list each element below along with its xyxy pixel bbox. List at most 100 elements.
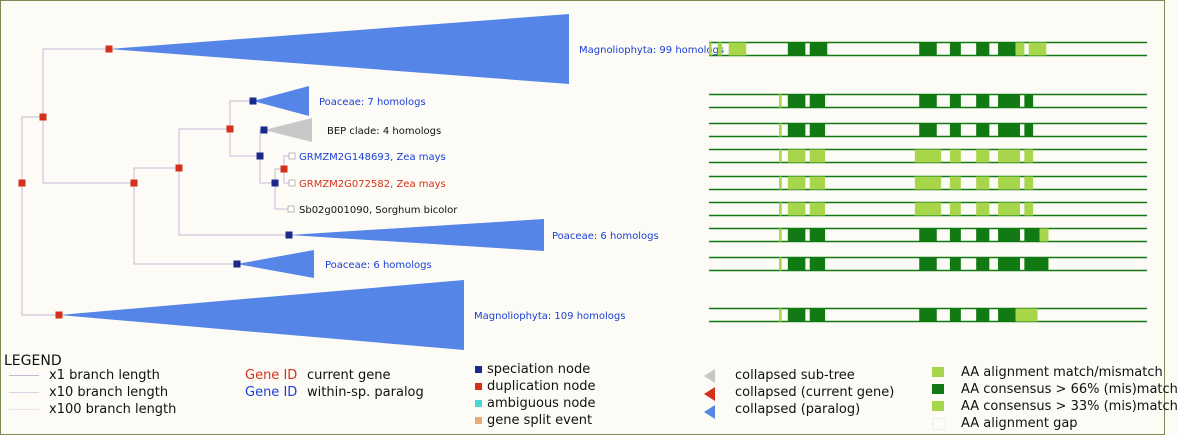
alignment-block	[809, 308, 826, 322]
tree-label: Poaceae: 7 homologs	[319, 97, 426, 108]
speciation-node	[249, 97, 257, 105]
collapsed-swatches	[704, 369, 715, 419]
alignment-block	[717, 42, 723, 56]
legend-collapsed-current: collapsed (current gene)	[735, 385, 895, 400]
duplication-node	[105, 45, 113, 53]
tree-label: Poaceae: 6 homologs	[552, 231, 659, 242]
alignment-block	[787, 257, 806, 271]
alignment-block	[976, 228, 990, 242]
alignment-block	[949, 123, 961, 137]
alignment-block	[1024, 257, 1049, 271]
duplication-node	[226, 125, 234, 133]
tree-label: GRMZM2G072582, Zea mays	[299, 179, 446, 190]
legend-branch-x1: x1 branch length	[49, 368, 160, 383]
legend-branch-x10: x10 branch length	[49, 385, 169, 400]
speciation-node	[256, 152, 264, 160]
collapsed-current-icon	[704, 387, 715, 401]
legend-current-gene: current gene	[307, 368, 391, 383]
alignment-block	[709, 42, 712, 56]
alignment-panel	[709, 41, 1147, 323]
alignment-block	[1024, 149, 1034, 163]
alignment-block	[779, 257, 782, 271]
tree-branch	[42, 48, 109, 117]
alignment-block	[809, 176, 826, 190]
alignment-block	[1039, 228, 1049, 242]
alignment-block	[809, 42, 828, 56]
tree-branch	[259, 156, 275, 184]
alignment-block	[787, 202, 806, 216]
alignment-block	[919, 228, 937, 242]
alignment-block	[949, 308, 961, 322]
duplication-node-swatch	[475, 383, 482, 390]
gene-split-swatch	[475, 417, 482, 424]
alignment-block	[976, 42, 990, 56]
tree-branch	[133, 183, 237, 265]
alignment-block	[787, 176, 806, 190]
alignment-block	[919, 308, 937, 322]
alignment-block	[998, 123, 1020, 137]
branch-x10-swatch	[9, 392, 39, 393]
leaf-marker	[288, 152, 296, 160]
legend-paralog: within-sp. paralog	[307, 385, 424, 400]
duplication-node	[18, 179, 26, 187]
alignment-block	[1024, 228, 1040, 242]
alignment-row	[709, 148, 1147, 164]
alignment-block	[949, 94, 961, 108]
branch-x100-swatch	[9, 409, 39, 410]
legend-speciation-node: speciation node	[487, 362, 591, 377]
alignment-block	[1028, 42, 1047, 56]
alignment-block	[809, 228, 826, 242]
tree-branch	[178, 128, 230, 168]
legend-aa-match: AA alignment match/mismatch	[961, 365, 1163, 380]
alignment-block	[1015, 308, 1038, 322]
alignment-block	[779, 228, 782, 242]
alignment-block	[998, 228, 1020, 242]
collapsed-clade	[237, 250, 314, 278]
alignment-block	[998, 308, 1016, 322]
tree-branch	[229, 100, 253, 129]
tree-label: Sb02g001090, Sorghum bicolor	[299, 205, 458, 216]
tree-branch	[178, 168, 289, 236]
collapsed-clade	[289, 219, 544, 251]
alignment-block	[1024, 176, 1034, 190]
alignment-block	[919, 257, 937, 271]
alignment-block	[1024, 123, 1034, 137]
legend-aa-gap: AA alignment gap	[961, 416, 1078, 431]
legend-gene-split: gene split event	[487, 413, 593, 428]
alignment-block	[976, 257, 990, 271]
aa-33-swatch	[932, 401, 944, 411]
aa-66-swatch	[932, 384, 944, 394]
tree-branch	[229, 129, 260, 157]
alignment-block	[1015, 42, 1025, 56]
speciation-node	[260, 126, 268, 134]
alignment-block	[787, 94, 806, 108]
speciation-node	[271, 179, 279, 187]
speciation-node	[285, 231, 293, 239]
tree-branch	[133, 167, 179, 183]
alignment-block	[976, 176, 990, 190]
alignment-block	[976, 149, 990, 163]
alignment-block	[809, 94, 826, 108]
speciation-node-swatch	[475, 366, 482, 373]
legend-aa-33: AA consensus > 33% (mis)match	[961, 399, 1178, 414]
alignment-block	[787, 308, 806, 322]
alignment-block	[919, 94, 937, 108]
tree-branch	[283, 155, 289, 169]
alignment-block	[998, 94, 1020, 108]
alignment-block	[976, 123, 990, 137]
alignment-block	[976, 308, 990, 322]
collapsed-clade	[253, 86, 309, 116]
alignment-block	[914, 149, 942, 163]
tree-branch	[42, 117, 134, 184]
alignment-block	[949, 257, 961, 271]
alignment-block	[779, 94, 782, 108]
leaf-marker	[287, 205, 295, 213]
alignment-block	[787, 149, 806, 163]
alignment-block	[1024, 202, 1034, 216]
alignment-block	[779, 176, 782, 190]
legend-ambiguous-node: ambiguous node	[487, 396, 596, 411]
alignment-row	[709, 307, 1147, 323]
alignment-block	[919, 123, 937, 137]
